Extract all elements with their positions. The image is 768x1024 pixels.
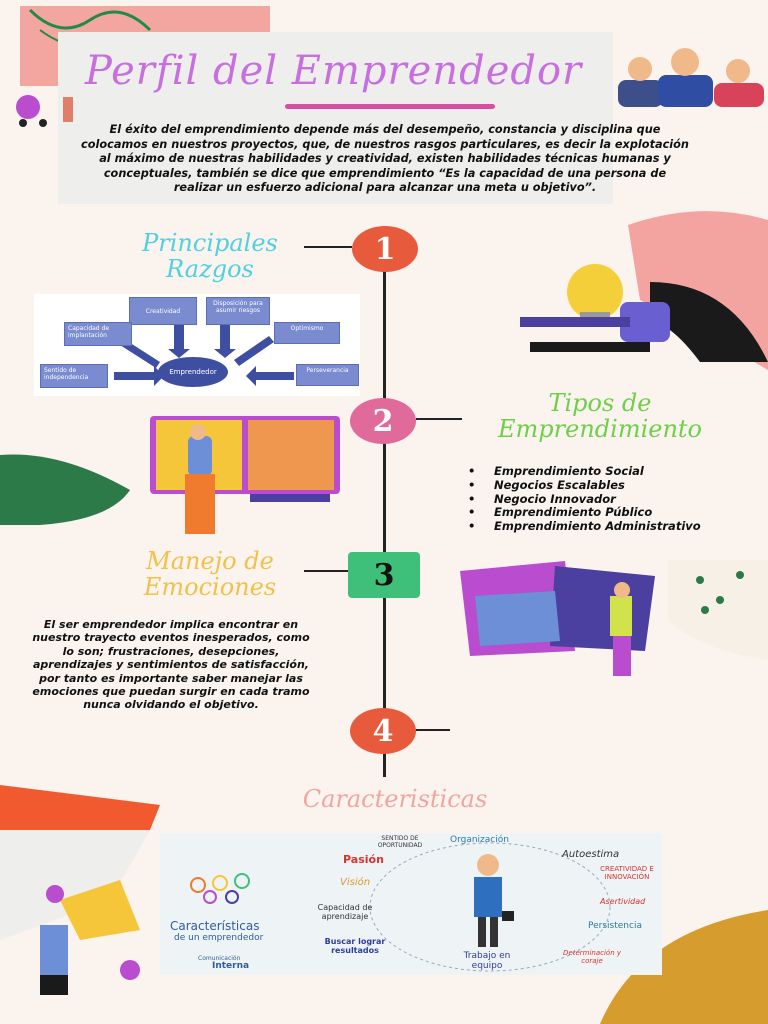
timeline-line	[383, 262, 386, 777]
header-paper	[58, 32, 613, 204]
carac-persistencia: Persistencia	[588, 921, 642, 931]
diagram-center: Emprendedor	[158, 357, 228, 387]
emociones-heading-line2: Emociones	[143, 573, 277, 601]
carac-autoestima: Autoestima	[562, 849, 620, 860]
carac-organizacion: Organización	[450, 835, 509, 845]
carac-brand-bottom: Interna	[212, 961, 250, 971]
step-2-badge: 2	[350, 398, 416, 444]
caracteristicas-circle	[190, 842, 611, 972]
stroller-illustration	[16, 95, 73, 127]
carac-buscar: Buscar lograr resultados	[324, 937, 386, 955]
lightbulb-woman-illustration	[520, 264, 768, 362]
carac-capacidad: Capacidad de aprendizaje	[317, 903, 373, 921]
book-woman-illustration	[150, 416, 340, 534]
trait-creatividad: Creatividad	[129, 297, 197, 325]
page-title: Perfil del Emprendedor	[85, 48, 583, 94]
carac-determinacion: Determinación y coraje	[563, 949, 621, 965]
emociones-heading: Manejo de Emociones	[115, 548, 305, 600]
documents-woman-illustration	[460, 561, 655, 676]
step-2-connector	[416, 418, 462, 420]
step-4-badge: 4	[350, 708, 416, 754]
tipos-heading: Tipos de Emprendimiento	[455, 390, 745, 442]
carac-title-1: Características	[170, 919, 260, 933]
intro-text: El éxito del emprendimiento depende más …	[81, 123, 689, 195]
carac-creatividad: CREATIVIDAD E INNOVACIÓN	[600, 865, 654, 881]
step-3-connector	[304, 570, 348, 572]
rasgos-heading-line2: Razgos	[166, 255, 254, 283]
carac-vision: Visión	[340, 877, 371, 888]
step-1-badge: 1	[352, 226, 418, 272]
tipos-item: •Negocio Innovador	[468, 491, 616, 506]
rasgos-diagram: Creatividad Disposición para asumir ries…	[34, 294, 360, 396]
carac-trabajo: Trabajo en equipo	[463, 951, 511, 971]
caracteristicas-heading: Caracteristicas	[302, 785, 488, 813]
tipos-item: •Negocios Escalables	[468, 477, 625, 492]
emociones-text: El ser emprendedor implica encontrar en …	[32, 618, 310, 712]
trait-capacidad: Capacidad de implantación	[64, 322, 132, 346]
megaphone-woman-illustration	[0, 830, 150, 995]
tipos-item: •Emprendimiento Social	[468, 464, 644, 478]
carac-title-2: de un emprendedor	[174, 933, 264, 943]
tipos-heading-line1: Tipos de	[548, 389, 652, 417]
carac-pasion: Pasión	[343, 853, 384, 866]
team-illustration	[618, 48, 764, 107]
carac-sentido: SENTIDO DE OPORTUNIDAD	[377, 835, 423, 849]
trait-optimismo: Optimismo	[274, 322, 340, 344]
title-underline	[285, 104, 495, 109]
tipos-heading-line2: Emprendimiento	[498, 415, 702, 443]
tipos-item: •Emprendimiento Público	[468, 505, 653, 520]
carac-asertividad: Asertividad	[600, 897, 646, 906]
caracteristicas-image: Características de un emprendedor Comuni…	[160, 833, 662, 975]
step-4-connector	[416, 729, 450, 731]
rasgos-heading: Principales Razgos	[110, 230, 310, 282]
tipos-list: •Emprendimiento Social •Negocios Escalab…	[468, 464, 728, 534]
trait-disposicion: Disposición para asumir riesgos	[206, 297, 270, 325]
carac-brand-top: Comunicación	[198, 955, 241, 962]
tipos-item: •Emprendimiento Administrativo	[468, 519, 701, 534]
trait-sentido: Sentido de independencia	[40, 364, 108, 388]
step-3-badge: 3	[348, 552, 420, 598]
rasgos-heading-line1: Principales	[142, 229, 278, 257]
step-1-connector	[304, 246, 352, 248]
emociones-heading-line1: Manejo de	[146, 547, 274, 575]
trait-perseverancia: Perseverancia	[296, 364, 359, 386]
diagram-arrows	[114, 324, 294, 386]
